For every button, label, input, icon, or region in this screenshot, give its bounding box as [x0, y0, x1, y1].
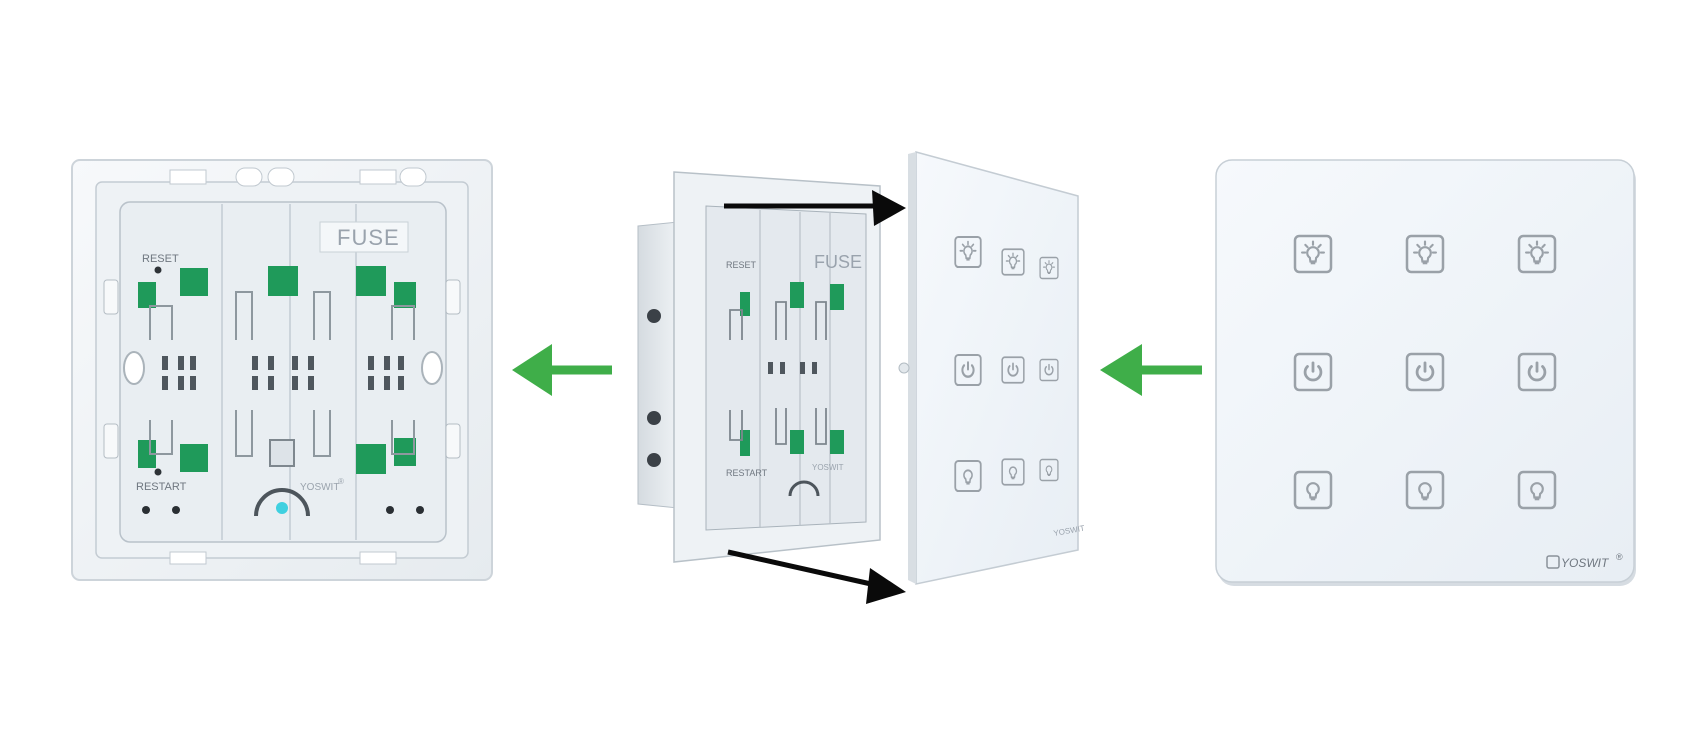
middle-reset-label: RESET	[726, 260, 757, 270]
back-module-restart-label: RESTART	[136, 481, 187, 493]
back-module-registered-mark: ®	[338, 477, 344, 486]
middle-glass-edge	[908, 152, 916, 584]
power-button[interactable]	[1039, 358, 1059, 382]
back-module-led-arc	[254, 488, 310, 517]
back-module-fuse-plate	[319, 221, 409, 253]
light-bulb-on-icon	[1293, 234, 1333, 274]
power-icon	[1293, 352, 1333, 392]
power-icon	[1039, 358, 1059, 382]
light-bulb-on-button[interactable]	[1001, 248, 1025, 276]
power-button[interactable]	[1001, 356, 1025, 384]
back-module-bottom-clips	[169, 551, 397, 565]
light-bulb-on-button[interactable]	[1039, 256, 1059, 280]
light-bulb-on-button[interactable]	[1517, 234, 1557, 274]
back-module-slots	[149, 291, 415, 457]
light-bulb-on-button[interactable]	[954, 235, 982, 269]
power-icon	[1517, 352, 1557, 392]
attach-glass-bottom-arrow	[727, 549, 906, 604]
back-module-top-clips	[169, 167, 427, 187]
middle-slots	[729, 301, 827, 445]
front-panel: YOSWIT ®	[1215, 159, 1636, 586]
light-bulb-off-icon	[954, 459, 982, 493]
back-module-center-square	[269, 439, 295, 467]
middle-glass-buttons	[954, 235, 1059, 493]
light-bulb-off-icon	[1405, 470, 1445, 510]
assemble-front-arrow	[1100, 344, 1202, 396]
back-module: FUSE RESET RESTART	[71, 159, 493, 581]
middle-side-screws	[647, 309, 661, 467]
middle-restart-label: RESTART	[726, 468, 768, 478]
light-bulb-on-icon	[1517, 234, 1557, 274]
back-module-fuse-label: FUSE	[337, 225, 400, 250]
back-module-reset-hole	[154, 266, 162, 274]
power-icon	[954, 353, 982, 387]
back-module-terminals	[162, 356, 404, 390]
middle-terminals	[768, 362, 817, 374]
middle-led-arc	[788, 480, 820, 497]
middle-assembly: FUSE RESET RESTART YOSWIT	[637, 151, 1086, 604]
light-bulb-on-icon	[954, 235, 982, 269]
back-module-restart-hole	[154, 468, 162, 476]
power-button[interactable]	[1293, 352, 1333, 392]
light-bulb-on-icon	[1039, 256, 1059, 280]
light-bulb-off-button[interactable]	[1039, 458, 1059, 482]
light-bulb-off-icon	[1293, 470, 1333, 510]
light-bulb-off-button[interactable]	[1517, 470, 1557, 510]
light-bulb-off-icon	[1517, 470, 1557, 510]
back-module-screw-hole-left	[123, 351, 145, 385]
front-panel-button-grid	[1293, 234, 1557, 510]
light-bulb-off-icon	[1039, 458, 1059, 482]
back-module-bottom-dots	[142, 506, 424, 514]
light-bulb-on-button[interactable]	[1405, 234, 1445, 274]
back-module-ribs	[221, 204, 357, 540]
light-bulb-off-button[interactable]	[954, 459, 982, 493]
middle-brand-label: YOSWIT	[812, 463, 844, 472]
back-module-brand-label: YOSWIT	[300, 482, 339, 493]
back-module-side-clips	[103, 279, 461, 459]
light-bulb-on-icon	[1405, 234, 1445, 274]
back-module-screw-hole-right	[421, 351, 443, 385]
front-panel-registered-mark: ®	[1616, 552, 1623, 562]
middle-glass-panel	[915, 151, 1079, 585]
assemble-back-arrow	[512, 344, 612, 396]
middle-green-windows	[740, 282, 844, 456]
middle-fuse-label: FUSE	[814, 252, 862, 272]
light-bulb-off-button[interactable]	[1001, 458, 1025, 486]
light-bulb-off-button[interactable]	[1293, 470, 1333, 510]
back-module-reset-label: RESET	[142, 253, 179, 265]
middle-glass-pin	[898, 362, 910, 374]
light-bulb-off-icon	[1001, 458, 1025, 486]
light-bulb-off-button[interactable]	[1405, 470, 1445, 510]
light-bulb-on-icon	[1001, 248, 1025, 276]
light-bulb-on-button[interactable]	[1293, 234, 1333, 274]
power-icon	[1405, 352, 1445, 392]
front-panel-brand-label: YOSWIT	[1561, 556, 1610, 570]
power-button[interactable]	[954, 353, 982, 387]
power-button[interactable]	[1517, 352, 1557, 392]
back-module-led-indicator	[276, 502, 288, 514]
power-icon	[1001, 356, 1025, 384]
front-panel-brand: YOSWIT ®	[1546, 552, 1623, 570]
attach-glass-top-arrow	[724, 190, 906, 226]
power-button[interactable]	[1405, 352, 1445, 392]
back-module-green-windows	[138, 266, 416, 474]
